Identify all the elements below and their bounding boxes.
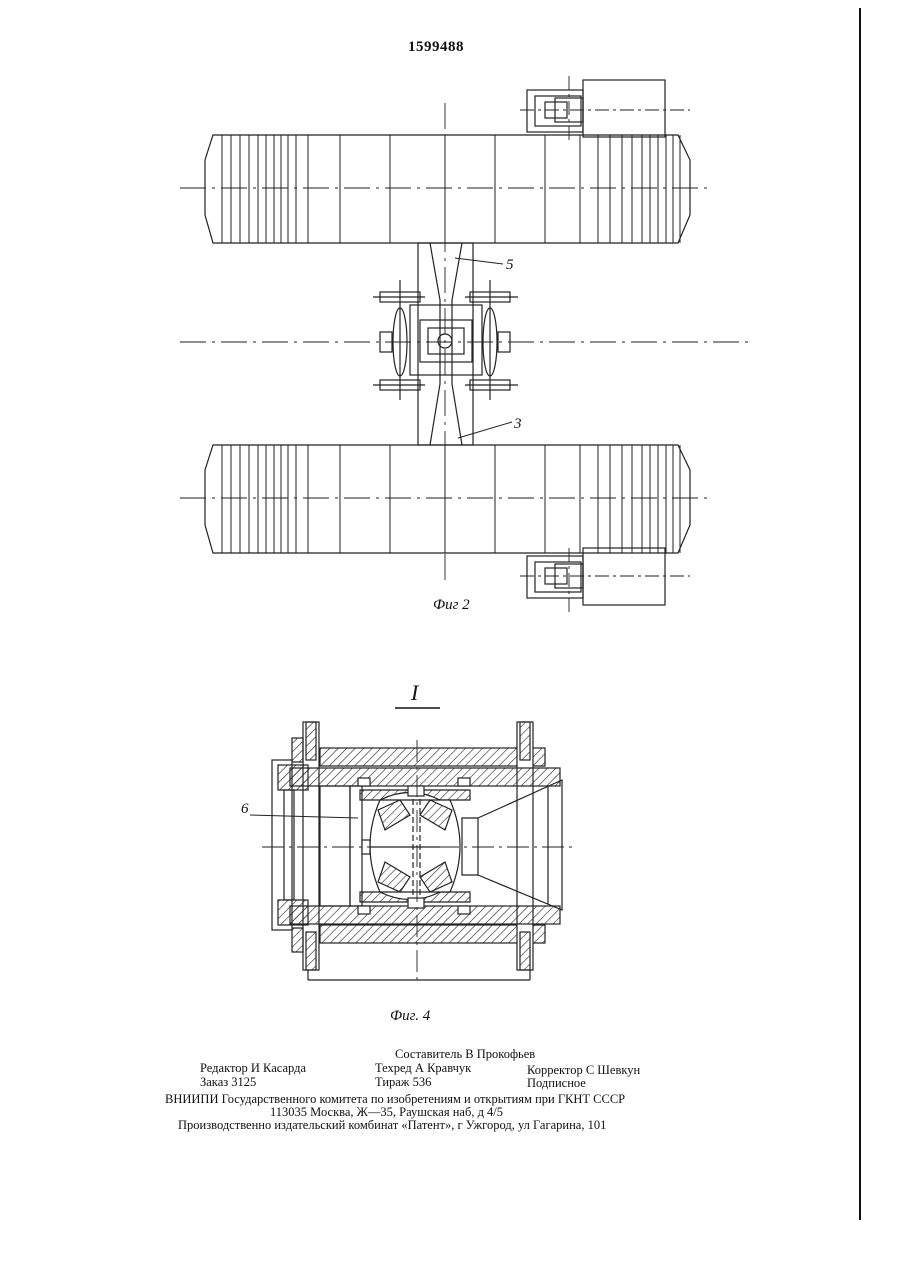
callout-5: 5 (506, 257, 514, 273)
lower-drum (205, 445, 690, 553)
upper-drive-unit (520, 76, 690, 142)
imprint-techred: Техред А Кравчук (375, 1062, 471, 1075)
imprint-subscription: Подписное (527, 1077, 586, 1090)
imprint-order: Заказ 3125 (200, 1076, 256, 1089)
figure-4-caption: Фиг. 4 (390, 1008, 431, 1024)
view-label-i: I (410, 680, 420, 705)
imprint-corrector: Корректор С Шевкун (527, 1064, 640, 1077)
connecting-link (410, 243, 482, 445)
lower-drive-unit (520, 548, 690, 612)
figure-2-caption: Фиг 2 (433, 597, 470, 613)
imprint-address: 113035 Москва, Ж—35, Раушская наб, д 4/5 (270, 1106, 503, 1119)
imprint-compiler: Составитель В Прокофьев (395, 1048, 535, 1061)
imprint-circulation: Тираж 536 (375, 1076, 431, 1089)
upper-drum (205, 135, 690, 243)
imprint-publisher: Производственно издательский комбинат «П… (178, 1119, 606, 1132)
figure-4 (250, 722, 572, 985)
imprint-editor: Редактор И Касарда (200, 1062, 306, 1075)
callout-6: 6 (241, 801, 249, 817)
figure-2 (180, 76, 752, 612)
callout-3: 3 (513, 416, 522, 432)
roller-assembly-left (373, 280, 425, 400)
imprint-institute: ВНИИПИ Государственного комитета по изоб… (165, 1093, 625, 1106)
